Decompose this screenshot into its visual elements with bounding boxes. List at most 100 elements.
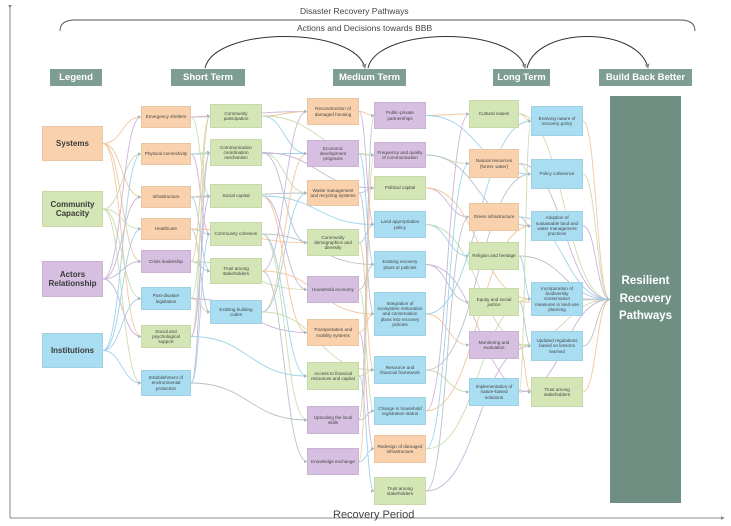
node-updated-regulations: Updated regulations based on lessons lea… <box>531 331 583 361</box>
connector-line <box>358 289 375 413</box>
subtitle: Actions and Decisions towards BBB <box>297 23 433 33</box>
connector-line <box>102 195 142 280</box>
connector-line <box>358 368 375 377</box>
connector-line <box>358 113 375 421</box>
node-communication-mechanism: Communication coordination mechanism <box>210 139 262 166</box>
node-emergency-shelters: Emergency shelters <box>141 106 191 128</box>
connector-line <box>102 208 142 385</box>
connector-line <box>425 172 532 371</box>
node-trust-medium: Trust among stakeholders <box>374 477 426 505</box>
node-adoption-land-water: Adoption of sustainable land and water m… <box>531 211 583 241</box>
connector-line <box>582 225 611 302</box>
node-social-psych-support: Social and psychological support <box>141 325 191 348</box>
connector-line <box>261 152 308 195</box>
connector-line <box>261 195 308 292</box>
connector-line <box>582 297 611 347</box>
connector-line <box>261 191 308 313</box>
connector-line <box>261 109 308 272</box>
node-redesign-infrastructure: Redesign of damaged infrastructure <box>374 435 426 463</box>
node-knowledge-exchange: Knowledge exchange <box>307 448 359 475</box>
connector-line <box>102 278 142 339</box>
node-biodiversity-conservation: Incorporation of biodiversity conservati… <box>531 282 583 316</box>
node-upscaling-skills: Upscaling the local skills <box>307 406 359 434</box>
connector-line <box>261 195 375 227</box>
node-green-infrastructure: Green infrastructure <box>469 203 519 231</box>
legend-community-capacity: Community Capacity <box>42 191 103 227</box>
connector-line <box>425 215 470 492</box>
connector-line <box>190 336 308 378</box>
node-change-household-registration: Change in household registration status <box>374 397 426 425</box>
connector-line <box>358 153 375 267</box>
node-social-capital: Social capital <box>210 184 262 208</box>
node-transportation: Transportation and mobility systems <box>307 319 359 346</box>
header-build-back-better: Build Back Better <box>599 69 692 86</box>
connector-line <box>425 112 470 116</box>
node-community-demographics: Community demographics and diversity <box>307 229 359 256</box>
connector-line <box>425 112 470 412</box>
connector-line <box>518 301 532 348</box>
connector-line <box>425 154 470 166</box>
connector-line <box>518 163 532 176</box>
header-medium-term: Medium Term <box>333 69 406 86</box>
diagram-frame <box>8 4 725 520</box>
connector-line <box>102 115 142 144</box>
connector-line <box>102 350 142 385</box>
connector-line <box>261 233 308 378</box>
node-cultural-values: Cultural values <box>469 100 519 128</box>
node-political-capital: Political capital <box>374 176 426 200</box>
connector-line <box>190 232 211 384</box>
connector-line <box>582 297 611 393</box>
connector-line <box>102 208 142 231</box>
node-community-participation: Community participation <box>210 104 262 128</box>
connector-line <box>102 152 142 351</box>
connector-line <box>358 409 375 421</box>
node-infrastructure: Infrastructure <box>141 186 191 208</box>
header-short-term: Short Term <box>171 69 245 86</box>
connector-line <box>261 233 308 422</box>
node-equity-social-justice: Equity and social justice <box>469 288 519 316</box>
connector-line <box>358 153 375 462</box>
connector-line <box>261 270 308 464</box>
node-frequency-communication: Frequency and quality of communication <box>374 142 426 168</box>
connector-line <box>102 115 142 280</box>
node-reconstruction-housing: Reconstruction of damaged housing <box>307 98 359 125</box>
resilient-recovery-pathways: Resilient Recovery Pathways <box>610 96 681 503</box>
connector-line <box>190 150 211 384</box>
connector-line <box>102 296 142 351</box>
node-natural-resources: Natural resources (forest, water) <box>469 149 519 178</box>
connector-line <box>358 111 375 227</box>
connector-line <box>358 447 375 462</box>
node-existing-building-codes: Existing building codes <box>210 300 262 324</box>
connector-line <box>518 344 532 394</box>
connector-line <box>190 382 308 422</box>
node-community-cohesion: Community cohesion <box>210 222 262 246</box>
connector-line <box>358 375 375 493</box>
header-long-term: Long Term <box>493 69 550 86</box>
connector-line <box>261 115 308 156</box>
node-monitoring-evaluation: Monitoring and evaluation <box>469 331 519 359</box>
node-trust-short: Trust among stakeholders <box>210 258 262 284</box>
connector-line <box>518 255 611 302</box>
node-evolving-recovery-policy: Evolving nature of recovery policy <box>531 106 583 136</box>
arc-long-bbb <box>526 36 650 69</box>
legend-institutions: Institutions <box>42 333 103 368</box>
connector-line <box>190 114 211 337</box>
connector-line <box>261 151 308 313</box>
node-environmental-protection: Establishment of environmental protectio… <box>141 370 191 396</box>
top-bracket <box>59 19 696 32</box>
connector-line <box>425 313 470 347</box>
connector-line <box>518 255 532 301</box>
node-post-disaster-legislation: Post-disaster legislation <box>141 287 191 310</box>
connector-line <box>102 143 142 339</box>
node-integration-ecosystem: Integration of ecosystem restoration and… <box>374 292 426 336</box>
arc-short-medium <box>204 36 367 69</box>
connector-line <box>582 173 611 302</box>
connector-line <box>190 114 211 262</box>
connector-line <box>102 259 142 280</box>
node-resource-financial-framework: Resource and financial framework <box>374 356 426 384</box>
connector-line <box>425 369 470 394</box>
connector-line <box>261 195 308 335</box>
node-nature-based-solutions: Implementation of nature-based solutions <box>469 378 519 406</box>
node-healthcare: Healthcare <box>141 218 191 240</box>
connector-line <box>582 297 611 302</box>
